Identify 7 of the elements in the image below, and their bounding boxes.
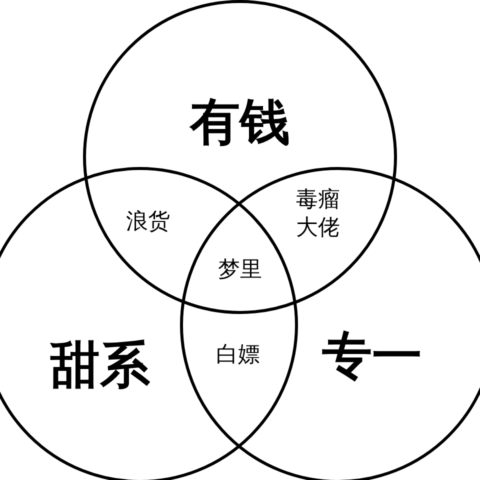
set-label: 有钱 bbox=[190, 97, 290, 147]
region-label: 浪货 bbox=[126, 208, 170, 236]
region-label: 梦里 bbox=[218, 256, 262, 284]
set-label: 甜系 bbox=[50, 340, 150, 390]
region-label: 毒瘤大佬 bbox=[295, 186, 341, 242]
region-label: 白嫖 bbox=[216, 341, 260, 369]
set-label: 专一 bbox=[322, 331, 422, 381]
